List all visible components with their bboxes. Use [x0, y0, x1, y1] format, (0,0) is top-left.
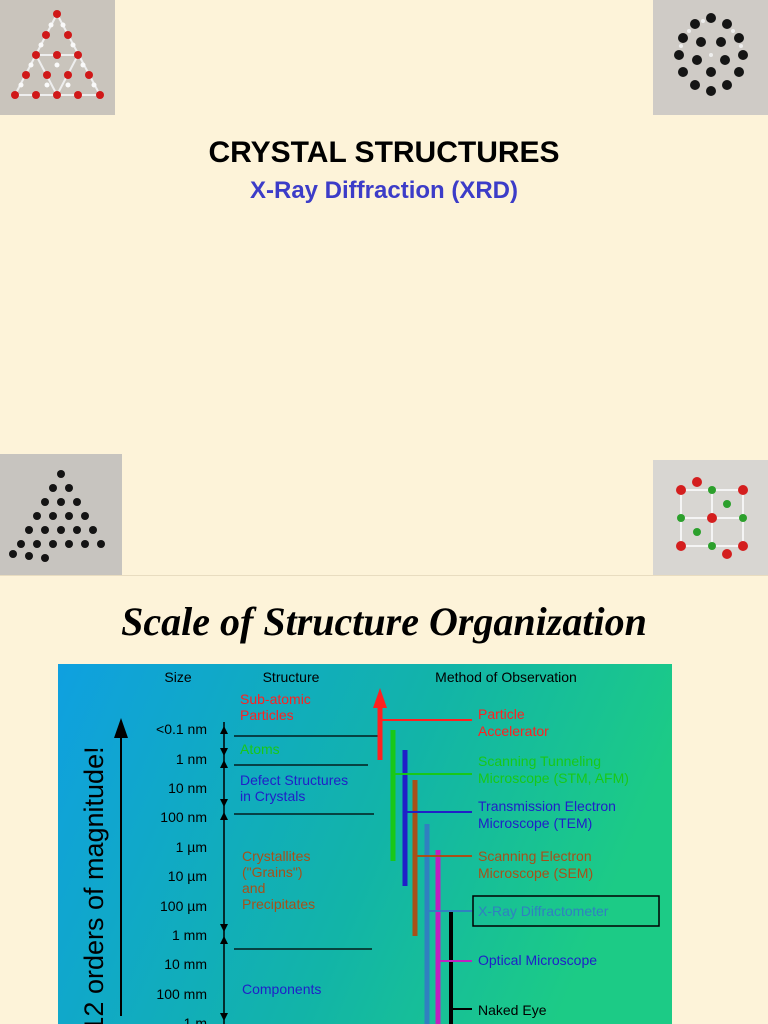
method-label: Particle — [478, 706, 525, 722]
size-label: 1 m — [184, 1015, 207, 1024]
structure-label: Sub-atomic — [240, 691, 311, 707]
xray-highlight-box — [472, 895, 660, 927]
title-slide: CRYSTAL STRUCTURES X-Ray Diffraction (XR… — [0, 0, 768, 576]
scale-slide: Scale of Structure Organization Size Stru… — [0, 576, 768, 1024]
method-label: Microscope (TEM) — [478, 815, 592, 831]
structure-axis-arrow-up — [220, 760, 228, 768]
method-label: Scanning Tunneling — [478, 753, 601, 769]
size-label: <0.1 nm — [156, 721, 207, 737]
structure-label: ("Grains") — [242, 864, 303, 880]
size-label: 10 mm — [164, 956, 207, 972]
header-method: Method of Observation — [435, 669, 577, 685]
method-label: Microscope (STM, AFM) — [478, 770, 629, 786]
structure-label: Crystallites — [242, 848, 310, 864]
method-label: Optical Microscope — [478, 952, 597, 968]
slide-divider — [0, 575, 768, 576]
size-label: 100 nm — [160, 809, 207, 825]
size-label: 1 mm — [172, 927, 207, 943]
structure-label: in Crystals — [240, 788, 305, 804]
header-size: Size — [164, 669, 191, 685]
magnitude-arrow-head — [114, 718, 128, 738]
size-label: 10 nm — [168, 780, 207, 796]
structure-label: and — [242, 880, 265, 896]
slide-title: CRYSTAL STRUCTURES — [208, 136, 560, 169]
size-label: 100 µm — [160, 898, 207, 914]
structure-label: Defect Structures — [240, 772, 348, 788]
method-label: Accelerator — [478, 723, 549, 739]
structure-label: Particles — [240, 707, 294, 723]
scale-slide-title: Scale of Structure Organization — [121, 599, 647, 644]
structure-axis-arrow-down — [220, 924, 228, 932]
structure-axis-arrow-up — [220, 812, 228, 820]
structure-axis-arrow-down — [220, 799, 228, 807]
fullerene-model-photo-top-right — [653, 0, 768, 115]
method-label: Scanning Electron — [478, 848, 592, 864]
header-structure: Structure — [263, 669, 320, 685]
crystal-lattice-photo-bottom-left — [0, 454, 122, 576]
diagram-background — [58, 664, 672, 1024]
structure-label: Precipitates — [242, 896, 315, 912]
structure-axis-arrow-down — [220, 748, 228, 756]
crystal-model-photo-top-left — [0, 0, 115, 115]
size-label: 100 mm — [156, 986, 207, 1002]
nacl-lattice-photo-bottom-right — [653, 460, 768, 576]
size-label: 10 µm — [168, 868, 207, 884]
structure-label: Atoms — [240, 741, 280, 757]
method-label: Transmission Electron — [478, 798, 616, 814]
accelerator-arrow-head — [373, 688, 387, 708]
method-label: X-Ray Diffractometer — [478, 903, 609, 919]
structure-label: Components — [242, 981, 321, 997]
method-label: Microscope (SEM) — [478, 865, 593, 881]
method-label: Naked Eye — [478, 1002, 547, 1018]
structure-axis-arrow-down — [220, 1013, 228, 1021]
slide-subtitle: X-Ray Diffraction (XRD) — [249, 177, 519, 204]
size-label: 1 µm — [176, 839, 207, 855]
scale-diagram: Size Structure Method of Observation 12 ord… — [58, 664, 672, 1024]
vertical-magnitude-label: 12 orders of magnitude! — [79, 746, 109, 1024]
structure-axis-arrow-up — [220, 726, 228, 734]
structure-axis-arrow-up — [220, 936, 228, 944]
size-label: 1 nm — [176, 751, 207, 767]
